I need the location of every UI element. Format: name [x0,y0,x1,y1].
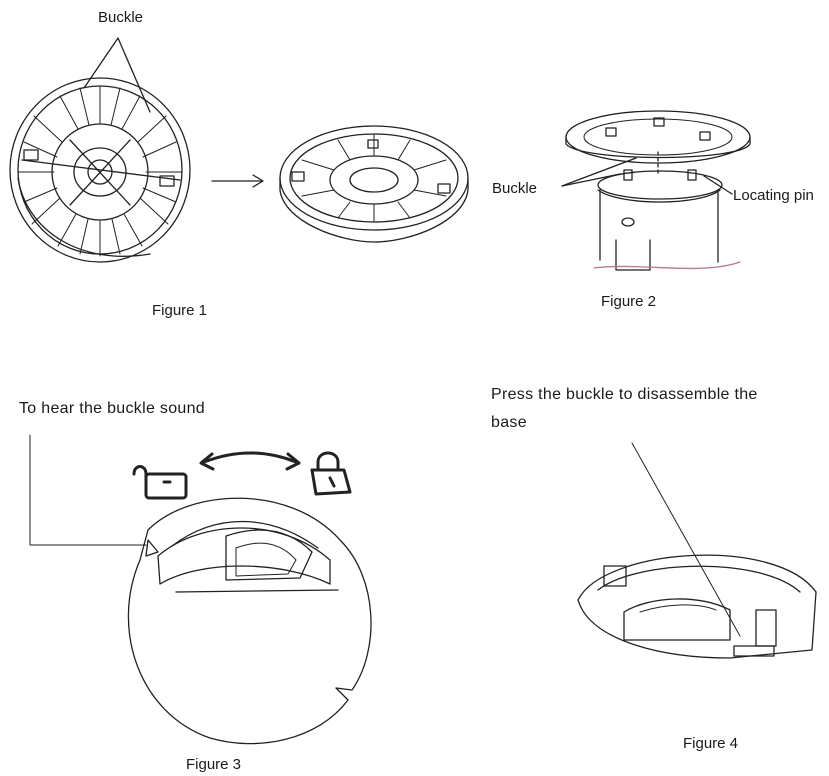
figure4-caption: Figure 4 [683,735,739,752]
figure4-instruction-line1: Press the buckle to disassemble the [491,386,758,403]
figure2-buckle-label: Buckle [492,180,538,197]
figure1-caption: Figure 1 [152,302,208,319]
figure2-assembly [561,110,751,271]
figure3-caption: Figure 3 [186,756,242,773]
figure3-unlock-icon [132,465,188,500]
figure2-locating-pin-label: Locating pin [733,187,814,204]
figure3-arrow-double [199,451,301,471]
figure4-instruction-line2: base [491,414,527,431]
figure1-flat-base [279,125,469,243]
figure3-lock-icon [310,451,352,496]
figure4-base-ring [577,442,817,659]
figure3-instruction: To hear the buckle sound [19,400,205,417]
arrow-right [211,174,264,188]
figure2-caption: Figure 2 [601,293,657,310]
figure3-base-circle [29,434,372,745]
figure1-buckle-label: Buckle [98,9,144,26]
figure1-fan-base [9,37,191,263]
